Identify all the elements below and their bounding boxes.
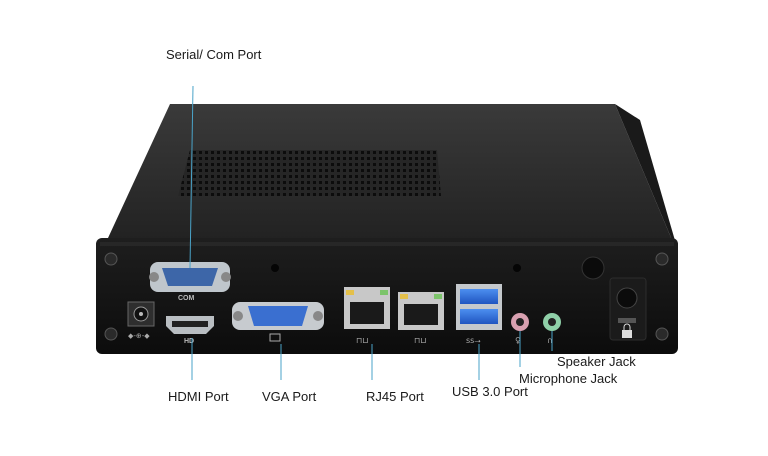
power-button — [581, 256, 605, 280]
kensington-slot — [618, 318, 636, 323]
com-symbol: COM — [178, 295, 195, 302]
rj45-port-connector — [344, 287, 390, 329]
lock-icon — [622, 323, 632, 338]
vga-symbol-icon — [269, 333, 281, 342]
microphone-jack-connector — [511, 313, 529, 331]
network-symbol-icon: ⊓⊔ — [356, 336, 368, 345]
speaker-jack-connector — [543, 313, 561, 331]
serial-com-port-label: Serial/ Com Port — [166, 47, 262, 62]
headphone-symbol-icon: ∩ — [547, 336, 553, 345]
screw-icon — [104, 327, 118, 341]
hdmi-port-connector — [166, 316, 214, 334]
hdmi-port-label: HDMI Port — [168, 389, 229, 404]
vga-port-label: VGA Port — [262, 389, 317, 404]
leader-lines — [189, 85, 553, 380]
usb-symbol-icon: ss⭢ — [466, 336, 481, 345]
usb30-port-label: USB 3.0 Port — [452, 384, 528, 399]
dc-power-jack — [127, 301, 155, 327]
leader-line-serial — [189, 85, 194, 269]
mount-hole-icon — [513, 264, 521, 272]
screw-icon — [655, 252, 669, 266]
com-port-connector — [149, 262, 231, 292]
vent-grille — [178, 150, 441, 196]
reset-button — [616, 287, 638, 309]
rj45-port-connector — [398, 292, 444, 330]
microphone-jack-label: Microphone Jack — [519, 371, 618, 386]
screw-icon — [104, 252, 118, 266]
mount-hole-icon — [271, 264, 279, 272]
screw-icon — [655, 327, 669, 341]
hdmi-symbol: HD — [184, 338, 194, 345]
vga-port-connector — [232, 302, 324, 330]
usb30-port-connector — [456, 284, 502, 330]
chassis-right-side — [615, 104, 676, 244]
rj45-port-label: RJ45 Port — [366, 389, 424, 404]
network-symbol-icon: ⊓⊔ — [414, 336, 426, 345]
mic-symbol-icon: ♀ — [515, 336, 521, 345]
dc-symbol: ◆-⊕-◆ — [128, 332, 150, 340]
speaker-jack-label: Speaker Jack — [557, 354, 636, 369]
